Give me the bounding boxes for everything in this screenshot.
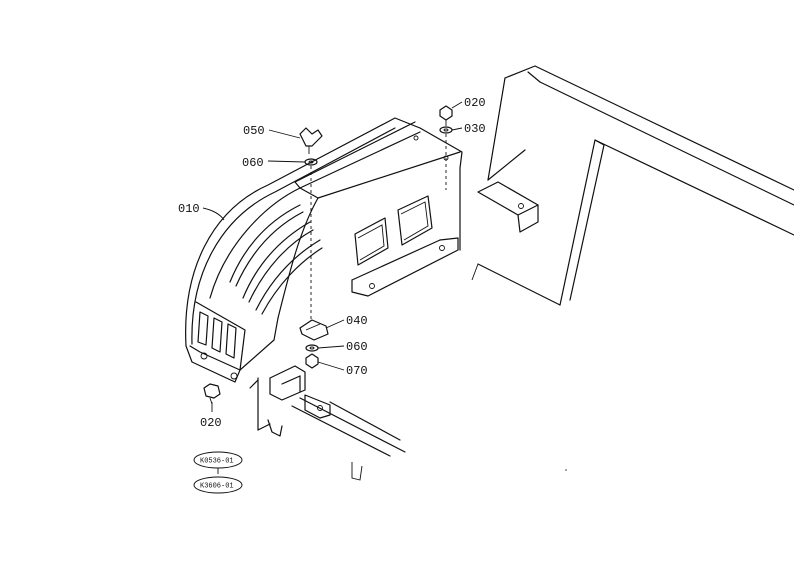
frame-bracket <box>477 181 539 233</box>
label-060-top: 060 <box>242 156 264 170</box>
fender-cover <box>185 117 463 383</box>
reference-top-text: K0536-01 <box>200 458 234 466</box>
base-frame <box>249 377 406 481</box>
label-030: 030 <box>464 122 486 136</box>
bolt-020-lower <box>203 383 221 405</box>
label-070: 070 <box>346 364 368 378</box>
label-050: 050 <box>243 124 265 138</box>
label-010: 010 <box>178 202 200 216</box>
stray-mark <box>565 469 567 471</box>
bolt-020-top <box>439 105 453 126</box>
reference-bottom-text: K3606-01 <box>200 483 234 491</box>
wing-knob-050 <box>299 127 323 154</box>
label-020-top: 020 <box>464 96 486 110</box>
washer-030 <box>439 126 453 134</box>
clip-040 <box>299 319 329 341</box>
nut-070 <box>305 353 319 369</box>
reference-badge-top: K0536-01 <box>193 451 243 469</box>
reference-badge-bottom: K3606-01 <box>193 476 243 494</box>
washer-060-lower <box>305 344 319 352</box>
label-020-lower: 020 <box>200 416 222 430</box>
leader-lines <box>202 101 463 474</box>
label-040: 040 <box>346 314 368 328</box>
frame-housing <box>471 65 794 306</box>
lower-mount-bracket <box>269 365 331 419</box>
label-060-lower: 060 <box>346 340 368 354</box>
